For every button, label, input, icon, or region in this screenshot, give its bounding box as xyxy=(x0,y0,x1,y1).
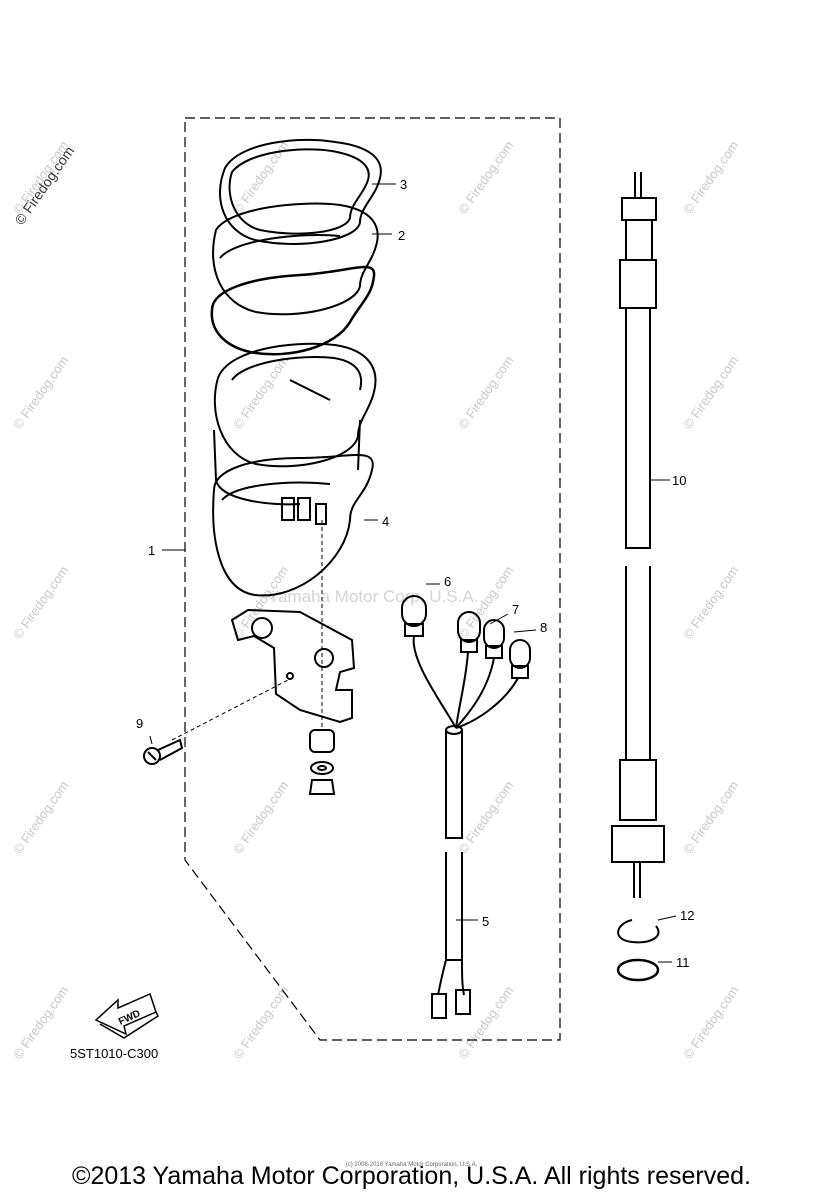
watermark: © Firedog.com xyxy=(230,983,291,1062)
watermark: © Firedog.com xyxy=(10,353,71,432)
meter-bracket xyxy=(230,608,356,724)
watermark-dark: © Firedog.com xyxy=(11,143,77,228)
callout-9: 9 xyxy=(136,716,143,731)
part-9-screw xyxy=(143,738,184,765)
watermark: © Firedog.com xyxy=(10,983,71,1062)
watermark: © Firedog.com xyxy=(680,983,741,1062)
tiny-copyright: (c) 2008-2016 Yamaha Motor Corporation, … xyxy=(345,1162,478,1168)
part-4-meter-housing xyxy=(212,342,377,597)
gasket-ring xyxy=(210,265,376,356)
watermark: © Firedog.com xyxy=(455,778,516,857)
watermark: © Firedog.com xyxy=(10,778,71,857)
callout-3: 3 xyxy=(400,177,407,192)
footer-copyright: ©2013 Yamaha Motor Corporation, U.S.A. A… xyxy=(72,1162,751,1190)
callout-12: 12 xyxy=(680,908,694,923)
watermark: © Firedog.com xyxy=(680,563,741,642)
watermark: © Firedog.com xyxy=(230,778,291,857)
watermark: © Firedog.com xyxy=(680,778,741,857)
bulbs-and-harness xyxy=(401,595,531,1019)
part-2-cover xyxy=(212,202,379,316)
watermark: © Firedog.com xyxy=(455,138,516,217)
callout-2: 2 xyxy=(398,228,405,243)
callout-10: 10 xyxy=(672,473,686,488)
assembly-guides xyxy=(171,520,323,741)
callouts: 3 2 4 1 6 7 8 9 10 5 12 11 xyxy=(136,177,694,970)
part-12-clip xyxy=(617,919,660,944)
center-watermark: Yamaha Motor Corp. U.S.A. xyxy=(268,587,478,606)
callout-5: 5 xyxy=(482,914,489,929)
part-3-bezel xyxy=(218,138,382,245)
part-11-o-ring xyxy=(616,958,660,982)
diagram-code: 5ST1010-C300 xyxy=(70,1046,158,1061)
grommet-washer-nut xyxy=(308,729,336,795)
callout-4: 4 xyxy=(382,514,389,529)
assembly-boundary xyxy=(184,117,561,1041)
leader-lines xyxy=(149,183,677,963)
watermark: © Firedog.com xyxy=(10,563,71,642)
callout-7: 7 xyxy=(512,602,519,617)
watermark: © Firedog.com xyxy=(680,138,741,217)
watermark: © Firedog.com xyxy=(680,353,741,432)
watermark: © Firedog.com xyxy=(455,353,516,432)
part-10-cable xyxy=(611,172,665,898)
callout-6: 6 xyxy=(444,574,451,589)
fwd-arrow-icon: FWD xyxy=(94,992,159,1039)
callout-8: 8 xyxy=(540,620,547,635)
callout-1: 1 xyxy=(148,543,155,558)
callout-11: 11 xyxy=(676,955,690,970)
